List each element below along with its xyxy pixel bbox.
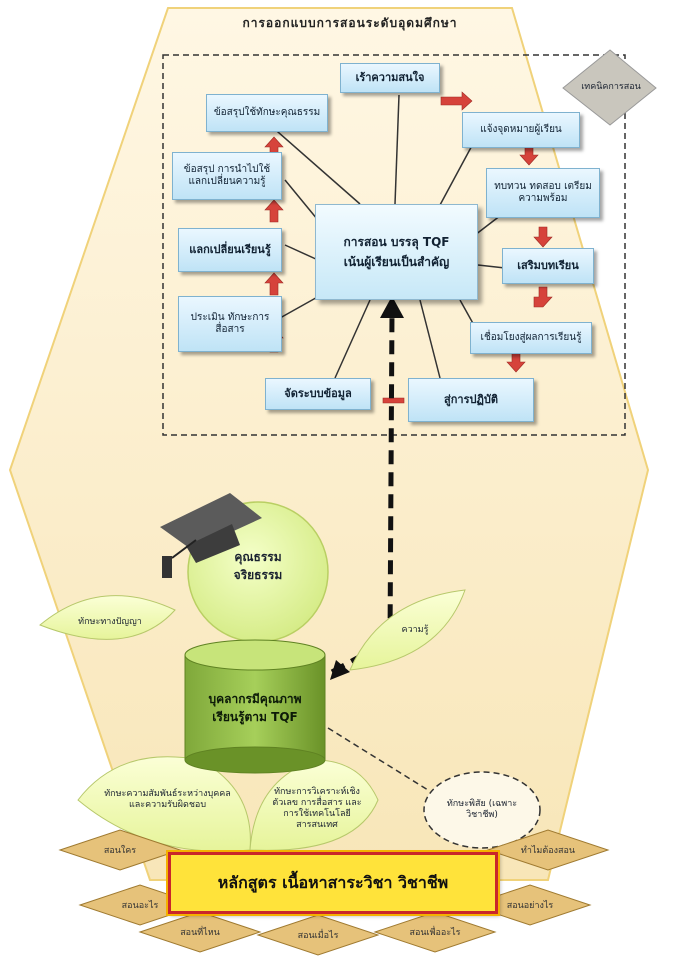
hexagon-background bbox=[8, 7, 650, 881]
box-review: ทบทวน ทดสอบ เตรียมความพร้อม bbox=[486, 168, 600, 218]
leaf-knowledge: ความรู้ bbox=[401, 624, 429, 635]
dashed-frame bbox=[162, 54, 626, 436]
box-conclusion: ข้อสรุป การนำไปใช้ แลกเปลี่ยนความรู้ bbox=[172, 152, 282, 200]
curriculum-banner: หลักสูตร เนื้อหาสาระวิชา วิชาชีพ bbox=[166, 850, 500, 916]
tile-when: สอนเมื่อไร bbox=[297, 931, 339, 941]
center-box: การสอน บรรลุ TQF เน้นผู้เรียนเป็นสำคัญ bbox=[315, 204, 478, 300]
box-objectives: แจ้งจุดหมายผู้เรียน bbox=[462, 112, 580, 148]
box-practice: สู่การปฏิบัติ bbox=[408, 378, 534, 422]
box-organize-data: จัดระบบข้อมูล bbox=[265, 378, 371, 410]
tile-what: สอนอะไร bbox=[121, 901, 159, 911]
head-label-line1: คุณธรรม bbox=[234, 550, 282, 564]
tile-where: สอนที่ไหน bbox=[180, 928, 220, 938]
center-label-line1: การสอน บรรลุ TQF bbox=[343, 235, 450, 249]
diagram-title: การออกแบบการสอนระดับอุดมศึกษา bbox=[242, 16, 458, 30]
graduation-cap-icon bbox=[160, 493, 262, 578]
cylinder-label-line1: บุคลากรมีคุณภาพ bbox=[208, 692, 302, 706]
diamond-shape bbox=[562, 49, 657, 126]
box-enrich: เสริมบทเรียน bbox=[502, 248, 594, 284]
connector-lines bbox=[269, 94, 506, 379]
box-evaluate: ประเมิน ทักษะการสื่อสาร bbox=[178, 296, 282, 352]
tile-who: สอนใคร bbox=[103, 846, 137, 856]
tile-why: ทำไมต้องสอน bbox=[520, 846, 576, 856]
head-label: คุณธรรม จริยธรรม bbox=[210, 540, 306, 592]
cylinder-label: บุคลากรมีคุณภาพ เรียนรู้ตาม TQF bbox=[186, 680, 324, 736]
leaf-interpersonal-skills: ทักษะความสัมพันธ์ระหว่างบุคคลและความรับผ… bbox=[104, 789, 231, 810]
leaf-numerical-skills: ทักษะการวิเคราะห์เชิงตัวเลข การสื่อสาร แ… bbox=[272, 787, 362, 830]
oval-psychomotor-skills: ทักษะพิสัย (เฉพาะวิชาชีพ) bbox=[446, 799, 518, 820]
dashed-oval bbox=[423, 771, 541, 849]
diamond-label: เทคนิคการสอน bbox=[581, 81, 641, 92]
tile-how: สอนอย่างไร bbox=[506, 901, 554, 911]
box-exchange: แลกเปลี่ยนเรียนรู้ bbox=[178, 228, 282, 272]
leaf-shapes bbox=[39, 589, 466, 852]
head-label-line2: จริยธรรม bbox=[233, 568, 283, 582]
box-attention: เร้าความสนใจ bbox=[340, 63, 440, 93]
box-link-outcomes: เชื่อมโยงสู่ผลการเรียนรู้ bbox=[470, 322, 592, 354]
bottom-tiles bbox=[58, 829, 610, 956]
leaf-intellectual-skills: ทักษะทางปัญญา bbox=[78, 616, 142, 627]
tile-for-what: สอนเพื่ออะไร bbox=[409, 928, 461, 938]
box-ethics-summary: ข้อสรุปใช้ทักษะคุณธรรม bbox=[206, 94, 328, 132]
cylinder-shape bbox=[184, 639, 326, 774]
cylinder-label-line2: เรียนรู้ตาม TQF bbox=[212, 710, 298, 724]
center-label-line2: เน้นผู้เรียนเป็นสำคัญ bbox=[343, 255, 450, 269]
